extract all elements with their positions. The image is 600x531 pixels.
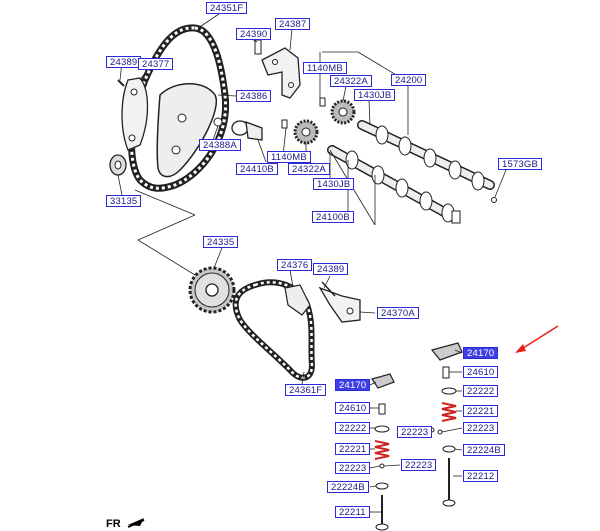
part-label-24322a-upper[interactable]: 24322A <box>330 75 372 87</box>
part-label-33135[interactable]: 33135 <box>106 195 142 207</box>
part-label-24388a[interactable]: 24388A <box>199 139 241 151</box>
part-label-24170-right-highlighted[interactable]: 24170 <box>463 347 499 359</box>
part-label-1430jb-lower[interactable]: 1430JB <box>313 178 355 190</box>
part-label-24170-left-highlighted[interactable]: 24170 <box>335 379 371 391</box>
part-label-24322a-lower[interactable]: 24322A <box>288 163 330 175</box>
part-label-22224b-right[interactable]: 22224B <box>463 444 505 456</box>
part-label-1573gb[interactable]: 1573GB <box>498 158 543 170</box>
part-label-1140mb-lower[interactable]: 1140MB <box>267 151 311 163</box>
left-valve-train <box>371 373 395 531</box>
part-label-24386[interactable]: 24386 <box>236 90 272 102</box>
part-label-1140mb-upper[interactable]: 1140MB <box>303 62 347 74</box>
part-label-24370a[interactable]: 24370A <box>377 307 419 319</box>
part-label-22222-right[interactable]: 22222 <box>463 385 499 397</box>
part-label-24377[interactable]: 24377 <box>138 58 174 70</box>
crank-sprocket <box>188 266 236 314</box>
chain-tensioner <box>213 117 263 141</box>
part-label-24610-left[interactable]: 24610 <box>335 402 371 414</box>
part-label-24387[interactable]: 24387 <box>275 18 311 30</box>
part-label-24200[interactable]: 24200 <box>391 74 427 86</box>
part-label-24389-upper[interactable]: 24389 <box>106 56 142 68</box>
exhaust-cam-sprocket <box>330 99 356 125</box>
lower-tensioner <box>318 281 361 323</box>
front-direction-arrow <box>127 518 145 528</box>
part-label-22211[interactable]: 22211 <box>335 506 370 518</box>
part-label-22222-left[interactable]: 22222 <box>335 422 371 434</box>
part-label-22223-right[interactable]: 22223 <box>463 422 499 434</box>
front-marker-text: FR <box>106 518 121 530</box>
washer-part <box>109 154 127 176</box>
part-label-24351f[interactable]: 24351F <box>206 2 248 14</box>
part-label-24361f[interactable]: 24361F <box>285 384 327 396</box>
part-label-24390[interactable]: 24390 <box>236 28 272 40</box>
part-label-22223-lower-mid[interactable]: 22223 <box>401 459 437 471</box>
red-pointer-arrow <box>515 325 559 353</box>
camshaft-24100b <box>327 145 461 224</box>
part-label-1430jb-upper[interactable]: 1430JB <box>354 89 396 101</box>
part-label-24100b[interactable]: 24100B <box>312 211 354 223</box>
part-label-24389-lower[interactable]: 24389 <box>313 263 349 275</box>
right-valve-train <box>429 342 463 507</box>
part-label-22223-left[interactable]: 22223 <box>335 462 371 474</box>
part-label-24410b[interactable]: 24410B <box>236 163 278 175</box>
leader-lines-middle <box>213 247 376 385</box>
bracket-part <box>261 47 301 99</box>
part-label-22224b-left[interactable]: 22224B <box>327 481 369 493</box>
part-label-24376[interactable]: 24376 <box>277 259 313 271</box>
tensioner-lever <box>117 77 149 151</box>
part-label-22221-right[interactable]: 22221 <box>463 405 499 417</box>
part-label-22223-mid[interactable]: 22223 <box>397 426 433 438</box>
part-label-24610-right[interactable]: 24610 <box>463 366 499 378</box>
intake-cam-sprocket <box>293 119 319 145</box>
part-label-22221-left[interactable]: 22221 <box>335 443 371 455</box>
lower-chain-guide <box>284 284 311 316</box>
sprocket-bolts <box>281 97 326 129</box>
camshaft-24200 <box>357 120 497 203</box>
part-label-22212[interactable]: 22212 <box>463 470 499 482</box>
chain-guide <box>156 83 218 178</box>
bolt-part <box>254 39 262 55</box>
system-connector-line <box>134 189 196 276</box>
part-label-24335[interactable]: 24335 <box>203 236 239 248</box>
